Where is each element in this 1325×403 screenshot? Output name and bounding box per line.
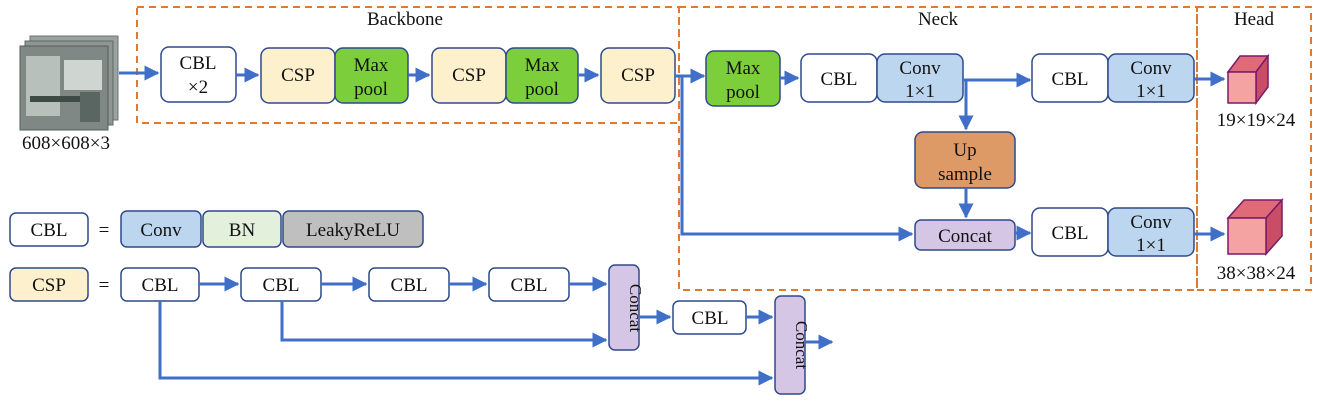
legend-bn-box: BN [202,210,282,248]
csp-cbl-box-5: CBL [672,300,747,335]
svg-text:Concat: Concat [626,284,645,332]
svg-text:CSP: CSP [281,65,315,86]
legend-conv-box: Conv [120,210,202,248]
svg-text:Max: Max [525,55,560,76]
svg-text:Conv: Conv [1130,212,1172,233]
svg-text:Concat: Concat [938,226,993,247]
csp-cbl-box-2: CBL [240,267,322,302]
svg-text:CBL: CBL [511,275,548,296]
backbone-csp-box-3: CSP [600,47,676,104]
backbone-maxpool-box-1: Max pool [334,47,409,104]
svg-text:CBL: CBL [821,69,858,90]
legend-csp-term: CSP [9,267,89,302]
backbone-cbl-x2-box: CBL ×2 [160,46,237,103]
neck-cbl-box-3: CBL [1031,207,1109,257]
csp-concat-box-1: Concat [608,264,645,351]
svg-text:Concat: Concat [792,321,811,369]
backbone-title: Backbone [367,9,443,30]
cube-icon [1226,198,1284,256]
neck-cbl-box-2: CBL [1031,53,1109,103]
svg-text:pool: pool [354,79,388,100]
neck-upsample-box: Up sample [914,131,1016,189]
svg-text:CSP: CSP [452,65,486,86]
backbone-maxpool-box-2: Max pool [505,47,579,104]
svg-text:1×1: 1×1 [905,81,935,102]
neck-conv1x1-box-1: Conv 1×1 [876,53,964,103]
csp-cbl-box-1: CBL [120,267,200,302]
svg-text:CBL: CBL [391,275,428,296]
neck-maxpool-box: Max pool [705,50,781,107]
svg-text:CSP: CSP [32,275,66,296]
svg-text:CBL: CBL [692,308,729,329]
svg-text:Conv: Conv [140,220,182,241]
neck-conv1x1-box-3: Conv 1×1 [1107,207,1195,257]
csp-cbl-box-3: CBL [368,267,450,302]
svg-text:Max: Max [354,55,389,76]
svg-text:Conv: Conv [1130,58,1172,79]
svg-text:Conv: Conv [899,58,941,79]
svg-text:LeakyReLU: LeakyReLU [306,220,400,241]
image-stack-icon [19,35,119,131]
input-size-label: 608×608×3 [22,133,110,154]
output-small-size-label: 38×38×24 [1217,263,1296,284]
neck-title: Neck [918,9,959,30]
svg-text:sample: sample [938,164,992,185]
csp-concat-box-2: Concat [774,295,811,395]
head-frame [1196,6,1312,291]
svg-text:CBL: CBL [180,53,217,74]
svg-text:CBL: CBL [263,275,300,296]
legend-cbl-equals: = [99,220,110,241]
neck-conv1x1-box-2: Conv 1×1 [1107,53,1195,103]
svg-text:CSP: CSP [621,65,655,86]
neck-concat-box: Concat [914,219,1016,251]
svg-text:pool: pool [525,79,559,100]
svg-text:pool: pool [726,82,760,103]
csp-cbl-box-4: CBL [488,267,570,302]
neck-cbl-box-1: CBL [800,53,878,103]
legend-csp-equals: = [99,275,110,296]
legend-leakyrelu-box: LeakyReLU [282,210,424,248]
svg-text:1×1: 1×1 [1136,81,1166,102]
svg-text:CBL: CBL [1052,69,1089,90]
cube-icon [1226,53,1270,106]
head-title: Head [1234,9,1275,30]
svg-text:CBL: CBL [1052,223,1089,244]
svg-text:×2: ×2 [188,77,208,98]
legend-cbl-term: CBL [9,212,89,247]
svg-text:BN: BN [229,220,256,241]
svg-text:Max: Max [726,58,761,79]
neck-frame [678,6,1198,291]
svg-text:Up: Up [953,140,976,161]
output-large-size-label: 19×19×24 [1217,110,1296,131]
svg-text:1×1: 1×1 [1136,235,1166,256]
backbone-csp-box-1: CSP [260,47,336,104]
svg-text:CBL: CBL [142,275,179,296]
svg-text:CBL: CBL [31,220,68,241]
backbone-csp-box-2: CSP [431,47,507,104]
backbone-frame [136,6,680,124]
